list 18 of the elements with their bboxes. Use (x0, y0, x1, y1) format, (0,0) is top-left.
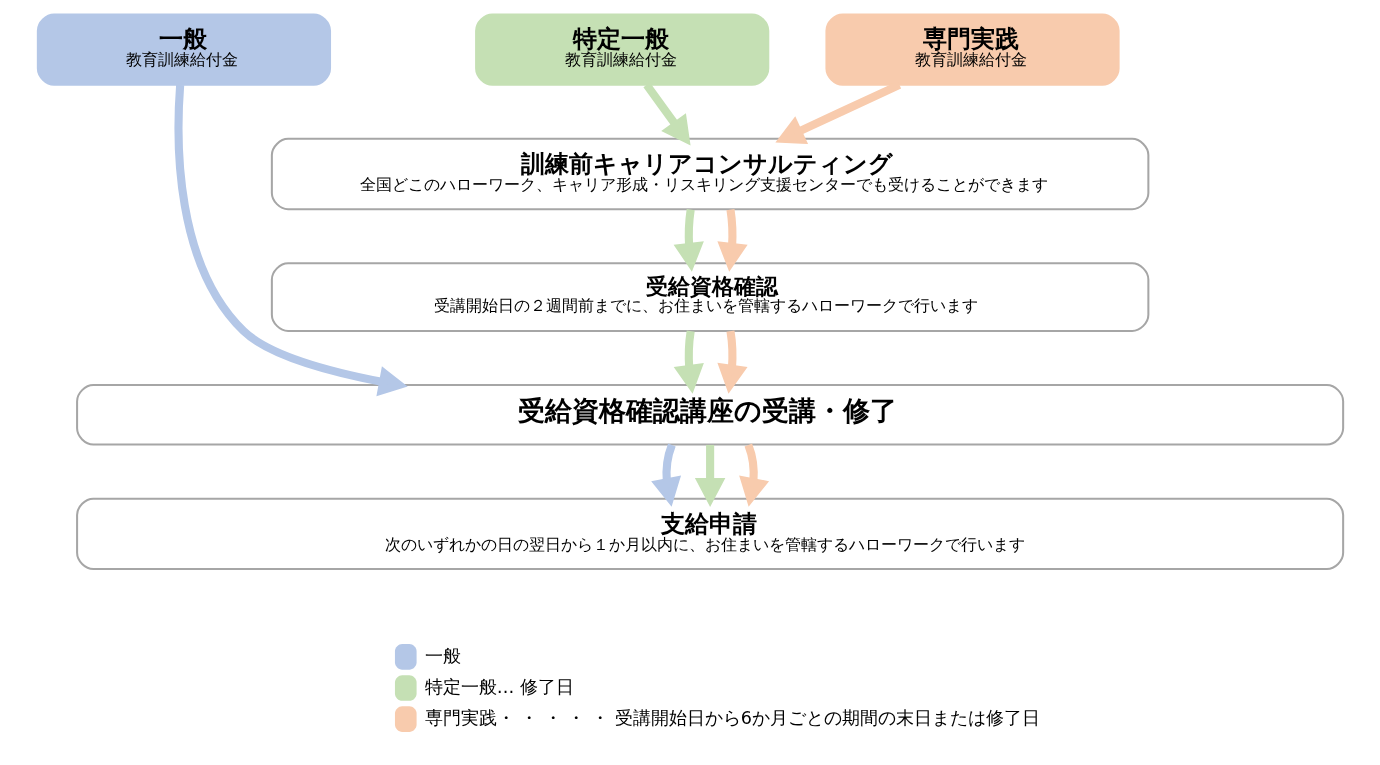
arrow (738, 442, 769, 507)
node-box: 支給申請 次のいずれかの日の翌日から１か月以内に、お住まいを管轄するハローワークで行います (75, 497, 1344, 570)
node-box: 特定一般 教育訓練給付金 (474, 12, 769, 86)
arrow (673, 208, 704, 272)
legend-label: 専門実践・ ・ ・ ・ ・ 受講開始日から6か月ごとの期間の末日または修了日 (424, 707, 1040, 728)
arrow (716, 208, 748, 272)
legend-label: 特定一般… 修了日 (424, 676, 574, 697)
node-box: 専門実践 教育訓練給付金 (824, 12, 1120, 86)
node-box: 受給資格確認講座の受講・修了 (75, 383, 1344, 446)
arrow (673, 330, 704, 394)
node-box: 受給資格確認 受講開始日の２週間前までに、お住まいを管轄するハローワークで行います (270, 261, 1149, 332)
node-box: 一般 教育訓練給付金 (36, 12, 331, 86)
arrow (716, 329, 748, 394)
arrow (650, 442, 681, 507)
legend-label: 一般 (424, 645, 461, 665)
arrow (694, 444, 725, 507)
node-box: 訓練前キャリアコンサルティング 全国どこのハローワーク、キャリア形成・リスキリング支援センターでも受けることができます (270, 137, 1149, 210)
arrow (174, 84, 408, 396)
